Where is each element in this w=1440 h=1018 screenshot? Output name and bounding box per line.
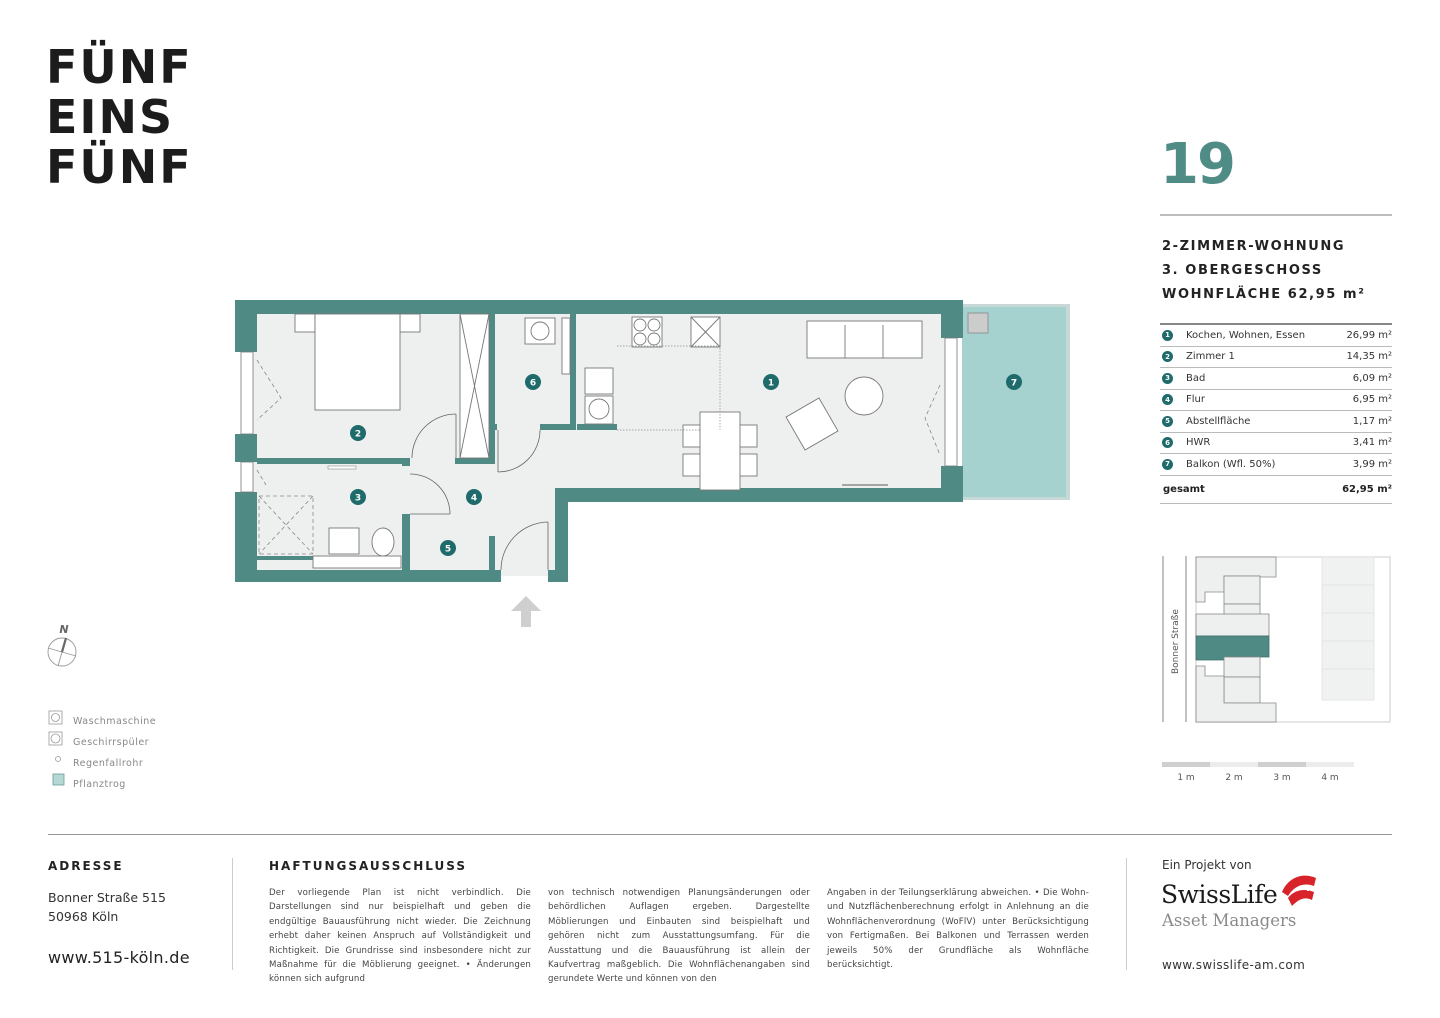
room-area: 26,99 m² <box>1346 329 1392 341</box>
address-heading: ADRESSE <box>48 859 124 873</box>
developer-website-link[interactable]: www.swisslife-am.com <box>1162 958 1306 972</box>
legend-item-washing-machine: Waschmaschine <box>73 711 156 732</box>
bed <box>314 313 401 411</box>
project-website-link[interactable]: www.515-köln.de <box>48 948 190 967</box>
room-badge-2: 2 <box>355 430 361 440</box>
developer-subtitle: Asset Managers <box>1162 911 1297 930</box>
room-area: 6,95 m² <box>1352 394 1392 406</box>
logo-line-2: EINS <box>46 90 175 144</box>
legend-label: Regenfallrohr <box>73 758 144 769</box>
site-plan <box>1162 556 1391 723</box>
room-name: Kochen, Wohnen, Essen <box>1186 329 1306 341</box>
balcony-area <box>962 306 1068 500</box>
address-city: 50968 Köln <box>48 909 119 924</box>
room-name: Balkon (Wfl. 50%) <box>1186 458 1276 470</box>
room-area: 1,17 m² <box>1352 415 1392 427</box>
room-badge: 1 <box>1162 329 1173 341</box>
scale-bar: 1 m 2 m 3 m 4 m <box>1162 762 1354 783</box>
developer-name: SwissLife <box>1161 880 1278 909</box>
legend-label: Pflanztrog <box>73 779 126 790</box>
room-badge-1: 1 <box>768 379 774 389</box>
room-area: 14,35 m² <box>1346 351 1392 363</box>
disclaimer-col-1: Der vorliegende Plan ist nicht verbindli… <box>269 888 531 985</box>
legend-item-downpipe: Regenfallrohr <box>73 753 156 774</box>
table-row: 4 Flur 6,95 m² <box>1160 390 1392 411</box>
room-badge-4: 4 <box>471 494 477 504</box>
room-badge: 6 <box>1162 437 1173 449</box>
room-area: 6,09 m² <box>1352 372 1392 384</box>
footer-separator <box>232 858 233 970</box>
table-row: 5 Abstellfläche 1,17 m² <box>1160 411 1392 433</box>
unit-number: 19 <box>1160 132 1236 197</box>
legend-label: Waschmaschine <box>73 716 157 727</box>
legend-item-dishwasher: Geschirrspüler <box>73 732 156 753</box>
unit-floor: 3. OBERGESCHOSS <box>1162 263 1323 278</box>
walls <box>235 300 963 582</box>
address-street: Bonner Straße 515 <box>48 890 166 905</box>
table-row: 6 HWR 3,41 m² <box>1160 433 1392 454</box>
room-name: HWR <box>1186 437 1211 449</box>
room-badge-3: 3 <box>355 494 361 504</box>
table-row: 7 Balkon (Wfl. 50%) 3,99 m² <box>1160 454 1392 476</box>
legend: Waschmaschine Geschirrspüler Regenfallro… <box>73 711 156 795</box>
room-badge: 4 <box>1162 394 1173 406</box>
room-area-table: 1 Kochen, Wohnen, Essen 26,99 m² 2 Zimme… <box>1160 323 1392 504</box>
room-name: Zimmer 1 <box>1186 351 1235 363</box>
compass-label: N <box>59 623 68 636</box>
room-badge: 3 <box>1162 372 1173 384</box>
room-name: Flur <box>1186 394 1205 406</box>
room-badge: 2 <box>1162 351 1173 363</box>
site-plan-street-label: Bonner Straße <box>1171 609 1181 674</box>
legend-item-planter: Pflanztrog <box>73 774 156 795</box>
table-row: 2 Zimmer 1 14,35 m² <box>1160 347 1392 368</box>
legend-label: Geschirrspüler <box>73 737 150 748</box>
room-name: Abstellfläche <box>1186 415 1251 427</box>
entrance-arrow-icon <box>511 596 541 627</box>
coffee-table <box>844 376 884 416</box>
divider <box>1160 214 1392 216</box>
logo-line-3: FÜNF <box>46 140 193 194</box>
swisslife-logo-icon <box>1282 875 1316 906</box>
total-area: 62,95 m² <box>1342 483 1392 495</box>
total-row: gesamt 62,95 m² <box>1160 476 1392 504</box>
room-area: 3,41 m² <box>1352 437 1392 449</box>
total-label: gesamt <box>1163 483 1205 495</box>
room-badge-7: 7 <box>1011 379 1017 389</box>
scale-label: 2 m <box>1225 773 1243 783</box>
disclaimer-col-3: Angaben in der Teilungserklärung abweich… <box>827 888 1089 971</box>
developer-intro: Ein Projekt von <box>1162 858 1252 872</box>
footer-separator <box>1126 858 1127 970</box>
room-name: Bad <box>1186 372 1206 384</box>
disclaimer-heading: HAFTUNGSAUSSCHLUSS <box>269 859 467 873</box>
scale-label: 1 m <box>1177 773 1195 783</box>
room-badge: 5 <box>1162 415 1173 427</box>
scale-label: 4 m <box>1321 773 1339 783</box>
unit-living-area: WOHNFLÄCHE 62,95 m² <box>1162 287 1366 302</box>
footer-divider <box>48 834 1392 835</box>
sofa <box>806 320 923 359</box>
room-badge: 7 <box>1162 458 1173 470</box>
planter-icon <box>967 312 989 334</box>
table-row: 1 Kochen, Wohnen, Essen 26,99 m² <box>1160 325 1392 347</box>
disclaimer-col-2: von technisch notwendigen Planungsänderu… <box>548 888 810 985</box>
project-logo: FÜNF EINS FÜNF <box>46 42 193 192</box>
scale-label: 3 m <box>1273 773 1291 783</box>
logo-line-1: FÜNF <box>46 40 193 94</box>
room-area: 3,99 m² <box>1352 458 1392 470</box>
address-block: Bonner Straße 515 50968 Köln <box>48 888 166 926</box>
room-badge-6: 6 <box>530 379 536 389</box>
room-badge-5: 5 <box>445 545 451 555</box>
compass-icon <box>47 637 77 667</box>
table-row: 3 Bad 6,09 m² <box>1160 368 1392 390</box>
unit-type: 2-ZIMMER-WOHNUNG <box>1162 239 1346 254</box>
table-top-rule <box>1160 323 1392 325</box>
